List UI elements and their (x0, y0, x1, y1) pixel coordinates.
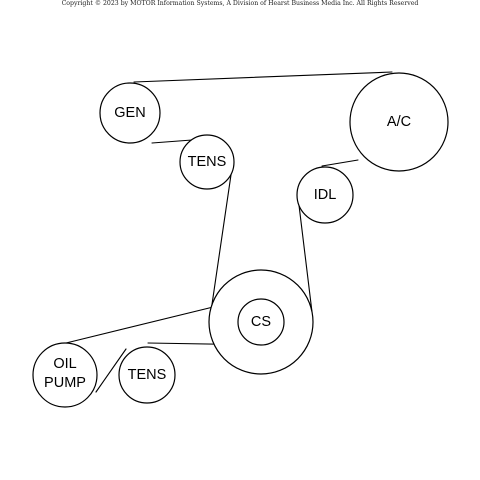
pulley-oil-pump-label-line1: OIL (53, 356, 76, 372)
pulley-tens-lower-label: TENS (128, 367, 167, 383)
pulley-tens-lower: TENS (118, 346, 176, 404)
pulley-oil-pump: OIL PUMP (32, 342, 98, 408)
pulley-ac-circle (349, 72, 449, 172)
pulley-ac: A/C (349, 72, 449, 172)
pulley-gen-label: GEN (114, 105, 145, 121)
pulley-idl-label: IDL (314, 187, 337, 203)
copyright-notice: Copyright © 2023 by MOTOR Information Sy… (61, 0, 419, 7)
pulley-gen-circle (99, 82, 161, 144)
pulley-idl: IDL (296, 166, 354, 224)
belt-segment-gen-to-ac (133, 71, 393, 83)
belt-segment-cs-to-tens (209, 167, 233, 319)
pulley-tens-lower-circle (118, 346, 176, 404)
pulley-tens-upper-circle (179, 134, 235, 190)
pulley-ac-label: A/C (387, 114, 411, 130)
belt-segment-oil-pump-to-tens (95, 348, 127, 393)
pulley-oil-pump-label-line2: PUMP (44, 375, 86, 391)
pulley-gen: GEN (99, 82, 161, 144)
belt-segment-ac-to-idl (321, 159, 359, 167)
main-drive-belt (133, 71, 393, 319)
pulley-cs: CS (208, 269, 314, 375)
belt-segment-idl-to-cs (297, 196, 313, 313)
pulley-cs-label: CS (251, 314, 271, 330)
pulley-tens-upper: TENS (179, 134, 235, 190)
pulley-cs-inner-circle (237, 298, 285, 346)
pulley-tens-upper-label: TENS (188, 154, 227, 170)
pulley-oil-pump-circle (32, 342, 98, 408)
belt-segment-tens-to-gen (151, 139, 193, 144)
pulley-idl-circle (296, 166, 354, 224)
